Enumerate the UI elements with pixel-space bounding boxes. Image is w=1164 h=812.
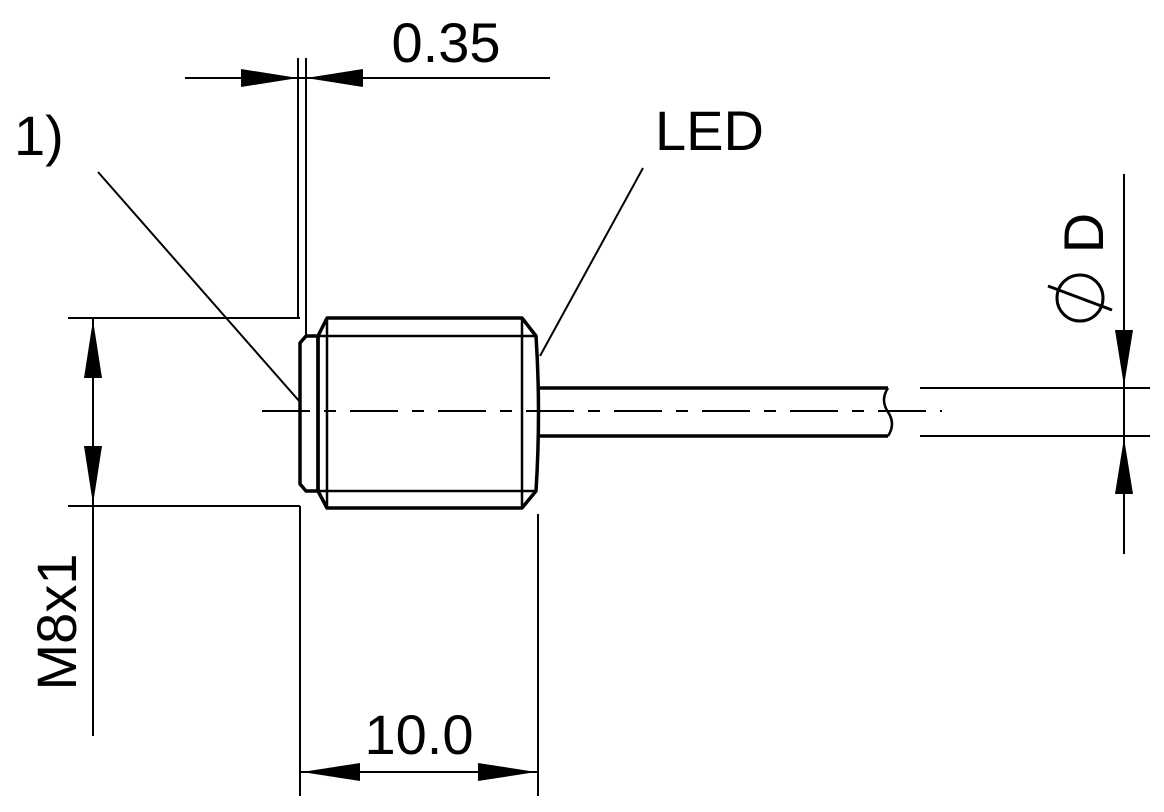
diameter-symbol <box>1047 273 1113 323</box>
thread-dimension <box>68 317 300 736</box>
led-leader <box>539 167 644 357</box>
length-arrows <box>302 763 536 781</box>
note-label: 1) <box>14 104 64 167</box>
clearance-arrows <box>241 69 363 87</box>
diameter-extension-lines <box>920 387 1150 437</box>
diameter-label: D <box>1052 213 1115 253</box>
led-label: LED <box>655 99 764 162</box>
note-leader <box>97 171 301 403</box>
clearance-label: 0.35 <box>392 11 501 74</box>
diameter-arrows <box>1115 330 1133 494</box>
front-lip <box>298 334 318 493</box>
clearance-dimension <box>184 58 550 336</box>
housing-outline <box>306 316 541 510</box>
thread-arrows <box>84 320 102 504</box>
sensor-body <box>298 316 541 510</box>
length-label: 10.0 <box>365 703 474 766</box>
thread-label: M8x1 <box>25 554 88 691</box>
